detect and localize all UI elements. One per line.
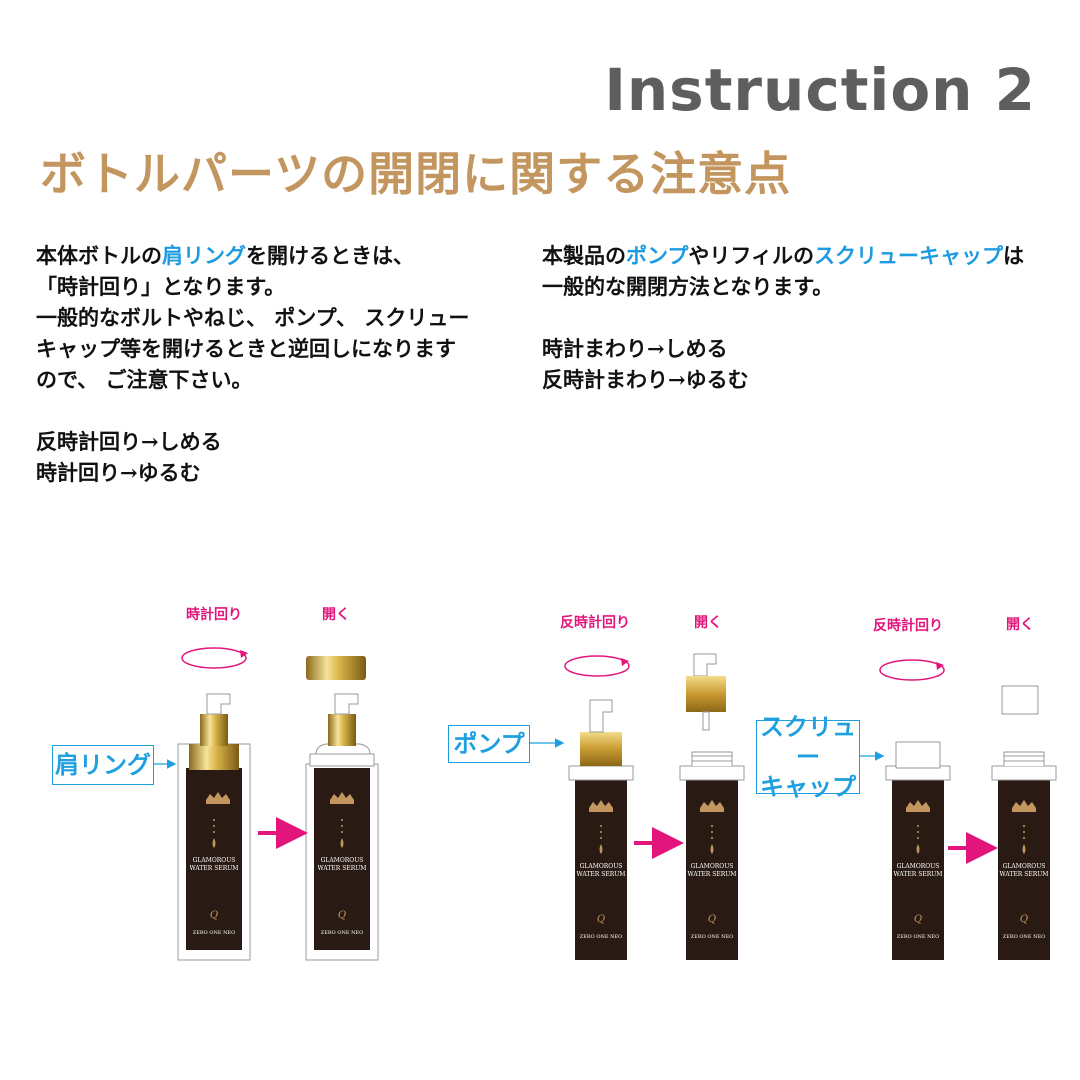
svg-text:ZERO ONE NEO: ZERO ONE NEO [691,934,733,940]
svg-text:Q: Q [338,910,346,921]
group2-open-label: 開く [694,615,722,631]
bottle-label: GLAMOROUS WATER SERUM Q ZERO ONE NEO [577,800,626,940]
svg-text:Q: Q [1020,914,1028,925]
left-line-7: 時計回り→ゆるむ [36,460,201,485]
left-line-1: 本体ボトルの肩リングを開けるときは、 [36,243,414,268]
svg-text:Q: Q [708,914,716,925]
group1-open-label: 開く [322,607,350,623]
svg-text:Q: Q [597,914,605,925]
right-line-3: 時計まわり→しめる [542,336,728,361]
pump-highlight: ポンプ [626,243,689,268]
group3-open-label: 開く [1006,617,1034,633]
svg-text:ZERO ONE NEO: ZERO ONE NEO [1003,934,1045,940]
rotate-counterclockwise-icon [879,659,945,681]
svg-text:WATER SERUM: WATER SERUM [1000,871,1049,878]
svg-text:GLAMOROUS: GLAMOROUS [321,857,364,864]
bottle-label: GLAMOROUS WATER SERUM Q ZERO ONE NEO [318,792,367,936]
svg-text:GLAMOROUS: GLAMOROUS [691,863,734,870]
svg-text:ZERO ONE NEO: ZERO ONE NEO [580,934,622,940]
right-line-2: 一般的な開閉方法となります。 [542,274,834,299]
group2-rotate-label: 反時計回り [560,615,630,631]
svg-text:WATER SERUM: WATER SERUM [894,871,943,878]
bottle-label: GLAMOROUS WATER SERUM Q ZERO ONE NEO [190,792,239,936]
instruction-heading: Instruction 2 [604,56,1036,124]
refill-with-cap-closed [885,741,951,960]
page-subtitle: ボトルパーツの開閉に関する注意点 [40,147,792,201]
bottle-brand: ZERO ONE NEO [193,930,235,936]
right-line-1: 本製品のポンプやリフィルのスクリューキャップは [542,243,1024,268]
rotate-counterclockwise-icon [564,655,630,677]
svg-text:WATER SERUM: WATER SERUM [577,871,626,878]
left-line-4: キャップ等を開けるときと逆回しになります [36,336,456,361]
svg-text:GLAMOROUS: GLAMOROUS [580,863,623,870]
svg-text:GLAMOROUS: GLAMOROUS [1003,863,1046,870]
svg-text:WATER SERUM: WATER SERUM [318,865,367,872]
left-line-6: 反時計回り→しめる [36,429,222,454]
shoulder-ring-highlight: 肩リング [162,243,246,268]
callout-shoulder-ring: 肩リング [52,745,154,785]
bottle-label: GLAMOROUS WATER SERUM Q ZERO ONE NEO [1000,800,1049,940]
svg-text:GLAMOROUS: GLAMOROUS [897,863,940,870]
group1-rotate-label: 時計回り [186,607,242,623]
left-line-2: 「時計回り」となります。 [36,274,286,299]
svg-text:Q: Q [914,914,922,925]
svg-text:ZERO ONE NEO: ZERO ONE NEO [897,934,939,940]
bottle-name-2: WATER SERUM [190,865,239,872]
right-line-4: 反時計まわり→ゆるむ [542,367,749,392]
screw-cap-highlight: スクリューキャップ [813,243,1003,268]
bottle-label: GLAMOROUS WATER SERUM Q ZERO ONE NEO [688,800,737,940]
bottle-with-ring-open [305,656,379,961]
right-instructions: 本製品のポンプやリフィルのスクリューキャップは 一般的な開閉方法となります。 時… [542,240,1062,395]
refill-with-cap-open [991,685,1057,960]
left-instructions: 本体ボトルの肩リングを開けるときは、 「時計回り」となります。 一般的なボルトや… [36,240,506,488]
svg-text:WATER SERUM: WATER SERUM [688,871,737,878]
bottle-label: GLAMOROUS WATER SERUM Q ZERO ONE NEO [894,800,943,940]
callout-screw-cap: スクリュー キャップ [756,712,860,801]
left-line-5: ので、 ご注意下さい。 [36,367,253,392]
bottle-name-1: GLAMOROUS [193,857,236,864]
svg-text:ZERO ONE NEO: ZERO ONE NEO [321,930,363,936]
group3-rotate-label: 反時計回り [873,618,943,634]
rotate-clockwise-icon [181,647,248,669]
callout-pump: ポンプ [448,725,530,763]
svg-text:Q: Q [210,910,218,921]
left-line-3: 一般的なボルトやねじ、 ポンプ、 スクリュー [36,305,470,330]
